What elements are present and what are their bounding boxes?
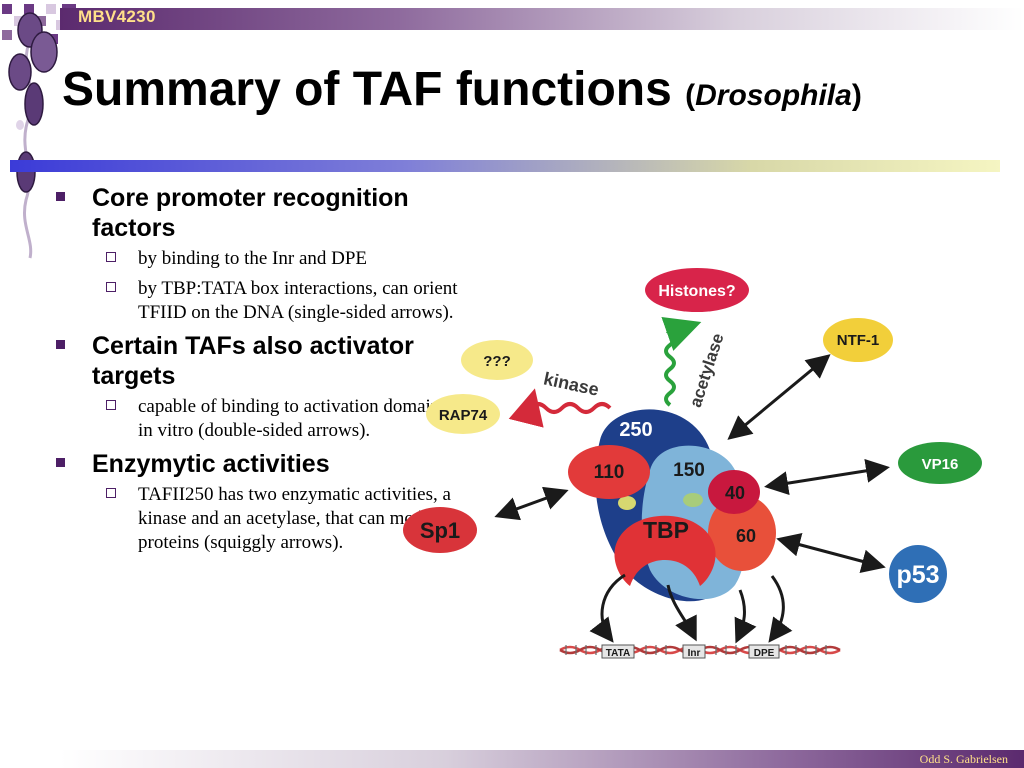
sub-bullet-text: by TBP:TATA box interactions, can orient… <box>138 278 458 323</box>
hollow-square-bullet-icon <box>106 282 116 292</box>
small-blob <box>683 493 703 507</box>
hollow-square-bullet-icon <box>106 488 116 498</box>
sub-bullet-text: by binding to the Inr and DPE <box>138 248 368 269</box>
kinase-label: kinase <box>542 369 601 400</box>
vine-bead <box>8 53 32 91</box>
tata-arrow <box>589 573 626 643</box>
square-bullet-icon <box>56 192 65 201</box>
decor-square <box>24 4 34 14</box>
bullet-item: Certain TAFs also activator targets capa… <box>56 331 466 443</box>
sub-bullet-list: TAFII250 has two enzymatic activities, a… <box>92 483 466 555</box>
tbp-saddle <box>614 515 716 586</box>
vine-bead-small <box>16 120 24 130</box>
title-subtitle-italic: Drosophila <box>695 79 852 112</box>
title-subtitle: (Drosophila) <box>685 79 862 112</box>
rap74-oval <box>426 394 500 434</box>
taf150-label: 150 <box>673 460 705 481</box>
dpe-arrow <box>768 575 793 643</box>
sub-bullet-item: by binding to the Inr and DPE <box>92 247 466 271</box>
taf40-label: 40 <box>725 483 745 503</box>
inr-box <box>682 644 706 659</box>
taf250-label: 250 <box>619 419 652 441</box>
inr-label: Inr <box>688 648 701 659</box>
taf110-oval <box>568 445 650 499</box>
sub-bullet-list: capable of binding to activation domains… <box>92 395 466 443</box>
sub-bullet-text: TAFII250 has two enzymatic activities, a… <box>138 484 451 553</box>
ntf1-label: NTF-1 <box>837 332 880 349</box>
tbp-label: TBP <box>643 517 689 543</box>
hollow-square-bullet-icon <box>106 252 116 262</box>
p53-label: p53 <box>896 561 939 589</box>
p53-circle <box>889 545 947 603</box>
tfiid-diagram: Histones? NTF-1 ??? RAP74 VP16 Sp1 p53 2… <box>403 268 982 659</box>
sub-bullet-list: by binding to the Inr and DPE by TBP:TAT… <box>92 247 466 325</box>
sp1-oval <box>403 507 477 553</box>
decor-square <box>2 30 12 40</box>
small-blob <box>618 496 636 510</box>
rap74-label: RAP74 <box>439 407 488 424</box>
ntf1-oval <box>823 318 893 362</box>
tata-label: TATA <box>606 648 630 659</box>
course-code: MBV4230 <box>78 7 156 26</box>
histones-label: Histones? <box>658 283 735 300</box>
acetylase-squiggle-arrow <box>661 316 702 407</box>
title-main: Summary of TAF functions <box>62 63 672 116</box>
dpe-box <box>748 644 780 659</box>
dpe-label: DPE <box>754 648 775 659</box>
slide-title: Summary of TAF functions (Drosophila) <box>62 62 862 117</box>
taf40-oval <box>708 470 760 514</box>
ntf1-double-arrow <box>727 354 831 440</box>
square-bullet-icon <box>56 340 65 349</box>
kinase-squiggle-arrow <box>508 388 612 428</box>
decor-square <box>2 4 12 14</box>
taf60-label: 60 <box>736 526 756 546</box>
bullet-item: Core promoter recognition factors by bin… <box>56 183 466 325</box>
unknown-label: ??? <box>483 353 511 370</box>
hollow-square-bullet-icon <box>106 400 116 410</box>
sub-bullet-item: TAFII250 has two enzymatic activities, a… <box>92 483 466 555</box>
sp1-label: Sp1 <box>420 518 460 543</box>
sub-bullet-item: capable of binding to activation domains… <box>92 395 466 443</box>
bullet-item: Enzymytic activities TAFII250 has two en… <box>56 449 466 555</box>
footer-author: Odd S. Gabrielsen <box>919 752 1008 766</box>
title-underline-bar <box>10 160 1000 172</box>
acetylase-label: acetylase <box>686 331 728 410</box>
taf60-oval <box>708 495 776 571</box>
vp16-oval <box>898 442 982 484</box>
sp1-double-arrow <box>494 486 569 521</box>
unknown-oval <box>461 340 533 380</box>
inr-arrow <box>666 584 697 642</box>
sub-bullet-item: by TBP:TATA box interactions, can orient… <box>92 277 466 325</box>
vp16-double-arrow <box>764 458 890 496</box>
vine-bead <box>30 31 58 73</box>
p53-double-arrow <box>776 533 886 573</box>
vine-bead <box>16 151 36 193</box>
square-bullet-icon <box>56 458 65 467</box>
bullet-text: Enzymytic activities <box>92 450 330 478</box>
bullet-text: Core promoter recognition factors <box>92 184 409 242</box>
sub-bullet-text: capable of binding to activation domains… <box>138 396 448 441</box>
bullet-text: Certain TAFs also activator targets <box>92 332 414 390</box>
bullet-list: Core promoter recognition factors by bin… <box>56 183 466 561</box>
header-gradient-bar <box>60 8 1024 30</box>
inr-arrow-2 <box>734 589 757 644</box>
taf110-label: 110 <box>594 462 625 483</box>
vp16-label: VP16 <box>922 456 959 473</box>
decor-square <box>46 4 56 14</box>
vine-bead <box>24 82 44 126</box>
tata-box <box>601 644 635 659</box>
footer-gradient-bar <box>60 750 1024 768</box>
histones-oval <box>645 268 749 312</box>
